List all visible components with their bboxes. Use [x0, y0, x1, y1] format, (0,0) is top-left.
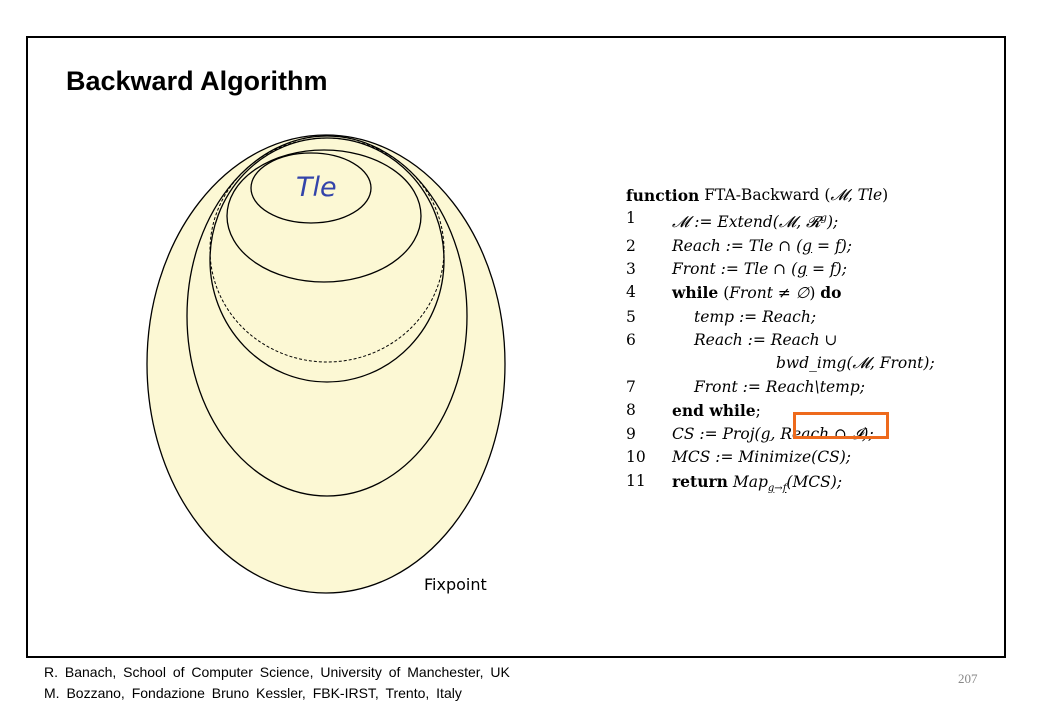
- algorithm-line-2: 2 Reach := Tle ∩ (g = f);: [626, 236, 852, 255]
- algorithm-listing: function FTA-Backward (𝓜, Tle) 1 𝓜 := Ex…: [626, 184, 935, 500]
- tle-ellipse: [250, 152, 372, 224]
- footer-credits: R. Banach, School of Computer Science, U…: [44, 662, 510, 704]
- algorithm-line-7: 7 Front := Reach\temp;: [626, 377, 865, 396]
- slide-frame: [26, 36, 1006, 658]
- algorithm-line-6: 6 Reach := Reach ∪: [626, 330, 838, 349]
- algorithm-line-1: 1 𝓜 := Extend(𝓜, 𝓡g);: [626, 209, 839, 232]
- algorithm-line-5: 5 temp := Reach;: [626, 307, 817, 326]
- algorithm-line-6-cont: bwd_img(𝓜, Front);: [776, 354, 935, 373]
- algorithm-line-11: 11 return Mapg→f(MCS);: [626, 471, 843, 494]
- slide-title: Backward Algorithm: [66, 66, 328, 96]
- algorithm-header: function FTA-Backward (𝓜, Tle): [626, 186, 889, 205]
- tle-label: Tle: [296, 172, 337, 203]
- footer-line-2: M. Bozzano, Fondazione Bruno Kessler, FB…: [44, 685, 462, 701]
- algorithm-line-3: 3 Front := Tle ∩ (g = f);: [626, 260, 847, 279]
- dashed-ellipse: [209, 137, 445, 363]
- algorithm-line-4: 4 while (Front ≠ ∅) do: [626, 283, 842, 303]
- reach-intersection-highlight: [793, 412, 889, 439]
- page-number: 207: [958, 671, 978, 686]
- footer-line-1: R. Banach, School of Computer Science, U…: [44, 664, 510, 680]
- algorithm-line-8: 8 end while;: [626, 400, 761, 420]
- algorithm-line-10: 10 MCS := Minimize(CS);: [626, 448, 851, 467]
- fixpoint-label: Fixpoint: [424, 575, 487, 594]
